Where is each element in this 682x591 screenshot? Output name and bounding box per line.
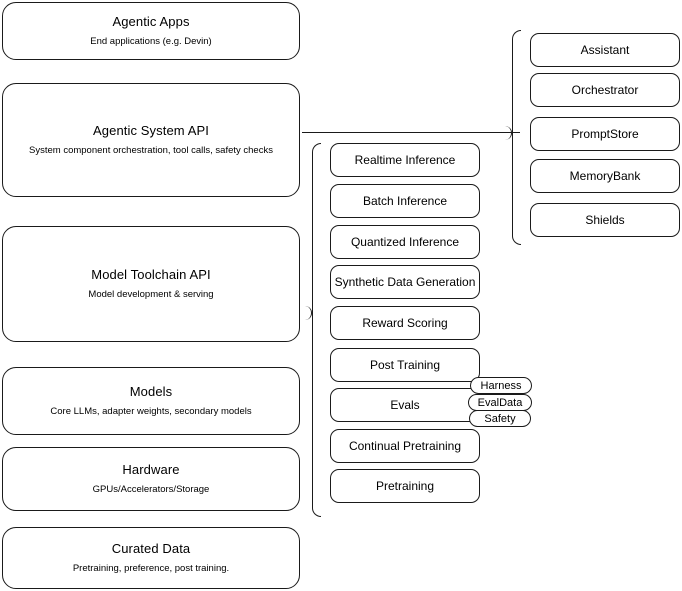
toolchain-item-evals[interactable]: Evals — [330, 388, 480, 422]
item-label: Assistant — [580, 42, 630, 57]
connector-system-api-to-components — [302, 132, 520, 133]
layer-title: Agentic Apps — [112, 13, 190, 29]
item-label: PromptStore — [571, 126, 639, 141]
system-item-assistant[interactable]: Assistant — [530, 33, 680, 67]
bracket-toolchain-notch — [303, 306, 312, 320]
toolchain-item-quantized-inference[interactable]: Quantized Inference — [330, 225, 480, 259]
item-label: Orchestrator — [571, 82, 639, 97]
tag-label: EvalData — [477, 396, 523, 409]
toolchain-item-reward-scoring[interactable]: Reward Scoring — [330, 306, 480, 340]
toolchain-item-batch-inference[interactable]: Batch Inference — [330, 184, 480, 218]
item-label: Reward Scoring — [362, 315, 448, 330]
item-label: Pretraining — [375, 478, 435, 493]
toolchain-item-post-training[interactable]: Post Training — [330, 348, 480, 382]
bracket-toolchain — [312, 143, 321, 517]
eval-tag-evaldata[interactable]: EvalData — [468, 394, 532, 411]
system-item-orchestrator[interactable]: Orchestrator — [530, 73, 680, 107]
toolchain-item-continual-pretraining[interactable]: Continual Pretraining — [330, 429, 480, 463]
item-label: Quantized Inference — [350, 234, 460, 249]
bracket-system-components — [512, 30, 521, 245]
layer-subtitle: Model development & serving — [88, 289, 214, 301]
eval-tag-harness[interactable]: Harness — [470, 377, 532, 394]
toolchain-item-realtime-inference[interactable]: Realtime Inference — [330, 143, 480, 177]
layer-curated-data[interactable]: Curated Data Pretraining, preference, po… — [2, 527, 300, 589]
system-item-memorybank[interactable]: MemoryBank — [530, 159, 680, 193]
tag-label: Safety — [484, 412, 516, 425]
toolchain-item-pretraining[interactable]: Pretraining — [330, 469, 480, 503]
item-label: MemoryBank — [569, 168, 641, 183]
layer-title: Hardware — [122, 461, 180, 477]
layer-hardware[interactable]: Hardware GPUs/Accelerators/Storage — [2, 447, 300, 511]
eval-tag-safety[interactable]: Safety — [469, 410, 531, 427]
layer-title: Curated Data — [111, 540, 191, 556]
item-label: Batch Inference — [362, 193, 448, 208]
layer-agentic-system-api[interactable]: Agentic System API System component orch… — [2, 83, 300, 197]
toolchain-item-synthetic-data-generation[interactable]: Synthetic Data Generation — [330, 265, 480, 299]
item-label: Shields — [585, 212, 625, 227]
layer-subtitle: End applications (e.g. Devin) — [90, 36, 212, 48]
system-item-shields[interactable]: Shields — [530, 203, 680, 237]
layer-model-toolchain-api[interactable]: Model Toolchain API Model development & … — [2, 226, 300, 342]
layer-subtitle: Core LLMs, adapter weights, secondary mo… — [50, 406, 252, 418]
item-label: Continual Pretraining — [348, 438, 462, 453]
layer-agentic-apps[interactable]: Agentic Apps End applications (e.g. Devi… — [2, 2, 300, 60]
item-label: Realtime Inference — [354, 152, 456, 167]
item-label: Evals — [390, 397, 420, 412]
layer-subtitle: System component orchestration, tool cal… — [29, 145, 273, 157]
item-label: Post Training — [369, 357, 441, 372]
system-item-promptstore[interactable]: PromptStore — [530, 117, 680, 151]
layer-title: Models — [129, 383, 173, 399]
layer-models[interactable]: Models Core LLMs, adapter weights, secon… — [2, 367, 300, 435]
layer-title: Model Toolchain API — [91, 266, 211, 282]
layer-subtitle: GPUs/Accelerators/Storage — [92, 484, 210, 496]
bracket-system-components-notch — [503, 126, 512, 140]
layer-subtitle: Pretraining, preference, post training. — [72, 563, 230, 575]
item-label: Synthetic Data Generation — [334, 274, 476, 289]
tag-label: Harness — [480, 379, 522, 392]
layer-title: Agentic System API — [93, 122, 209, 138]
